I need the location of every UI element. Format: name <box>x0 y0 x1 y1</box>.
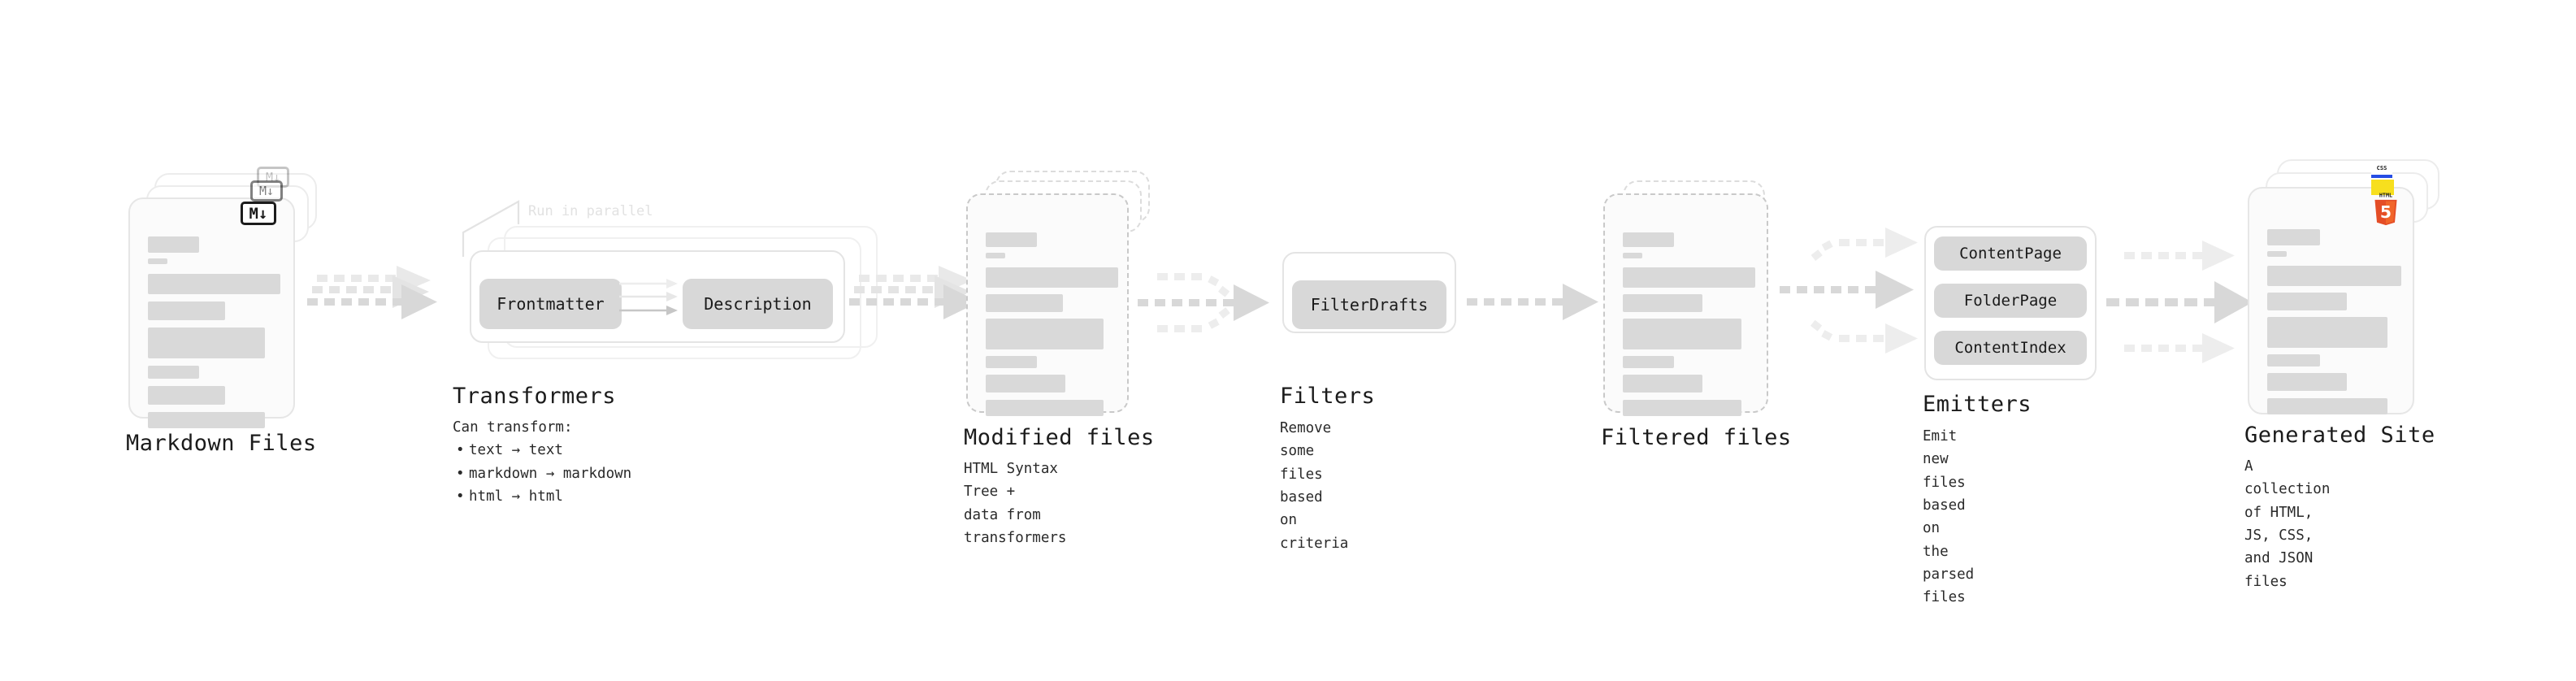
markdown-card-front <box>128 197 295 428</box>
stage-title-generated-site: Generated Site <box>2244 423 2435 448</box>
modified-card-front <box>966 193 1129 416</box>
stage-title-filtered-files: Filtered files <box>1601 425 1792 450</box>
content-bar <box>986 232 1037 247</box>
content-bar <box>1623 356 1674 368</box>
content-bar <box>1623 232 1674 247</box>
js-badge <box>2371 180 2394 195</box>
content-bar <box>2267 398 2387 414</box>
stage-title-modified-files: Modified files <box>964 425 1155 450</box>
content-bar <box>1623 319 1741 349</box>
content-bar <box>148 301 225 320</box>
transformer-chip-frontmatter[interactable]: Frontmatter <box>479 279 622 329</box>
content-bar <box>148 386 225 405</box>
stage-title-emitters: Emitters <box>1923 392 2032 417</box>
stage-desc-modified-files: HTML Syntax Tree + data from transformer… <box>964 461 1067 547</box>
content-bar <box>1623 294 1702 312</box>
site-card-lines <box>2267 229 2401 414</box>
emitter-chip-contentpage[interactable]: ContentPage <box>1934 236 2087 271</box>
emitter-chip-folderpage[interactable]: FolderPage <box>1934 284 2087 318</box>
content-bar <box>148 236 199 253</box>
list-item: markdown → markdown <box>456 462 713 486</box>
filter-chip-filterdrafts[interactable]: FilterDrafts <box>1292 280 1446 329</box>
connector-transformers-to-modified <box>849 266 979 319</box>
transformer-chip-label: Frontmatter <box>497 294 605 314</box>
svg-text:5: 5 <box>2380 202 2392 222</box>
content-bar <box>986 267 1118 288</box>
emitter-chip-label: FolderPage <box>1963 292 2058 310</box>
connector-modified-to-filters <box>1138 273 1269 332</box>
content-bar <box>986 400 1104 416</box>
run-in-parallel-label: Run in parallel <box>528 203 653 219</box>
markdown-badge-glyph: M↓ <box>249 204 268 223</box>
connector-filters-to-filtered <box>1467 284 1598 320</box>
content-bar <box>986 375 1065 393</box>
stage-desc-generated-site: A collection of HTML, JS, CSS, and JSON … <box>2244 458 2331 590</box>
content-bar <box>148 366 199 379</box>
content-bar <box>1623 267 1755 288</box>
emitter-chip-contentindex[interactable]: ContentIndex <box>1934 331 2087 365</box>
stage-desc-transformers: Can transform: text → text markdown → ma… <box>453 416 713 509</box>
markdown-badge-mid: M↓ <box>250 180 283 202</box>
content-bar <box>2267 266 2401 286</box>
content-bar <box>148 412 265 428</box>
filtered-card-lines <box>1623 232 1755 416</box>
content-bar <box>986 253 1005 258</box>
stage-desc-emitters: Emit new files based on the parsed files <box>1923 428 1975 606</box>
emitter-chip-label: ContentIndex <box>1954 339 2066 357</box>
content-bar <box>2267 373 2347 391</box>
run-in-parallel-bracket <box>462 200 520 257</box>
list-item: text → text <box>456 439 713 462</box>
stage-title-transformers: Transformers <box>453 384 617 409</box>
connector-emitters-to-site <box>2106 241 2253 363</box>
markdown-card-lines <box>148 236 280 428</box>
content-bar <box>2267 293 2347 310</box>
content-bar <box>986 319 1104 349</box>
content-bar <box>986 356 1037 368</box>
stage-title-markdown-files: Markdown Files <box>126 431 317 456</box>
content-bar <box>1623 253 1642 258</box>
transformers-desc-intro: Can transform: <box>453 419 573 436</box>
content-bar <box>1623 375 1702 393</box>
stage-title-filters: Filters <box>1280 384 1376 409</box>
connector-md-to-transformers <box>307 266 437 319</box>
svg-text:HTML: HTML <box>2379 192 2392 198</box>
content-bar <box>148 327 265 358</box>
filtered-card-front <box>1603 193 1768 416</box>
stage-desc-filters: Remove some files based on criteria <box>1280 420 1349 552</box>
connector-filtered-to-emitters <box>1780 228 1918 354</box>
content-bar <box>148 274 280 294</box>
transformer-chip-label: Description <box>704 294 812 314</box>
transformer-chip-description[interactable]: Description <box>683 279 833 329</box>
markdown-badge: M↓ <box>241 202 276 225</box>
content-bar <box>2267 251 2287 257</box>
connector-frontmatter-to-description <box>619 279 678 315</box>
css-badge-label: CSS <box>2376 165 2387 171</box>
content-bar <box>986 294 1063 312</box>
markdown-badge-glyph: M↓ <box>258 184 275 198</box>
content-bar <box>2267 229 2320 245</box>
content-bar <box>1623 400 1741 416</box>
content-bar <box>2267 317 2387 348</box>
modified-card-lines <box>986 232 1118 416</box>
content-bar <box>148 258 167 264</box>
css-badge: CSS <box>2371 166 2392 178</box>
filter-chip-label: FilterDrafts <box>1310 295 1429 314</box>
html5-badge: HTML 5 <box>2374 192 2397 226</box>
list-item: html → html <box>456 485 713 509</box>
emitter-chip-label: ContentPage <box>1959 245 2062 262</box>
transformers-desc-list: text → text markdown → markdown html → h… <box>453 439 713 508</box>
site-card-front <box>2248 187 2414 414</box>
content-bar <box>2267 354 2320 367</box>
